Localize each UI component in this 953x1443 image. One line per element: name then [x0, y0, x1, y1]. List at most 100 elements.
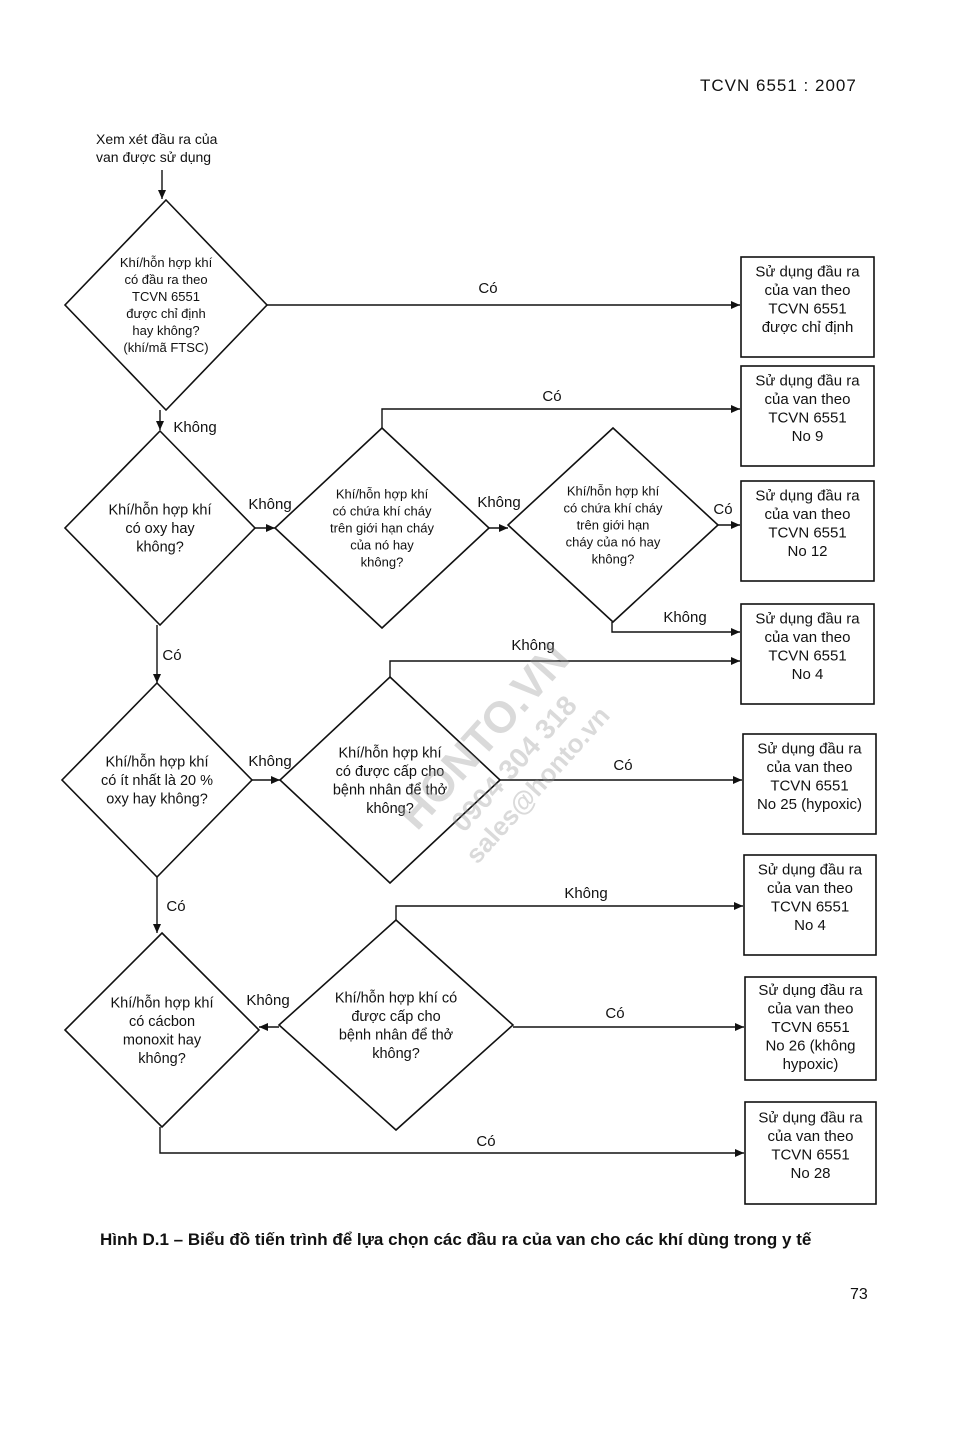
outcome-text: được chỉ định — [762, 319, 854, 336]
outcome-box-o4 — [740, 603, 875, 705]
outcome-text: TCVN 6551 — [770, 778, 848, 795]
outcome-text: No 4 — [792, 666, 824, 683]
edge-label: Có — [476, 1133, 495, 1150]
outcome-text: TCVN 6551 — [771, 899, 849, 916]
outcome-box-o1 — [740, 256, 875, 358]
decision-text: trên giới hạn — [577, 518, 650, 533]
edge-label: Không — [248, 496, 291, 513]
decision-diamond-d2 — [63, 429, 257, 627]
standard-header: TCVN 6551 : 2007 — [700, 76, 857, 95]
decision-text: không? — [136, 540, 184, 556]
decision-text: của nó hay — [350, 538, 414, 553]
decision-text: không? — [138, 1051, 186, 1067]
outcome-text: Sử dụng đầu ra — [758, 982, 863, 999]
decision-text: bệnh nhân để thở — [339, 1027, 454, 1043]
decision-text: cháy của nó hay — [566, 535, 661, 550]
decision-text: Khí/hỗn hợp khí — [105, 754, 208, 771]
edge-label: Có — [478, 280, 497, 297]
outcome-text: No 28 — [790, 1165, 830, 1182]
edge-label: Có — [605, 1005, 624, 1022]
start-line: van được sử dụng — [96, 149, 212, 165]
outcome-text: TCVN 6551 — [768, 525, 846, 542]
decision-text: bệnh nhân để thở — [333, 782, 448, 798]
decision-text: có được cấp cho — [336, 764, 445, 780]
decision-text: có ít nhất là 20 % — [101, 773, 213, 789]
decision-text: Khí/hỗn hợp khí — [338, 744, 441, 761]
flow-connector — [389, 657, 740, 677]
outcome-text: của van theo — [765, 391, 851, 408]
flow-connector — [159, 1127, 744, 1157]
decision-diamond-d8 — [277, 918, 515, 1132]
decision-text: được chỉ định — [126, 306, 205, 321]
outcome-box-o2 — [740, 365, 875, 467]
outcome-text: của van theo — [767, 759, 853, 776]
decision-text: monoxit hay — [123, 1032, 202, 1048]
decision-text: hay không? — [132, 323, 199, 338]
outcome-text: TCVN 6551 — [768, 410, 846, 427]
edge-label: Không — [511, 637, 554, 654]
edge-label: Không — [246, 992, 289, 1009]
decision-diamond-d1 — [63, 198, 269, 412]
decision-diamond-d6 — [278, 675, 502, 885]
outcome-box-o6 — [743, 854, 877, 956]
outcome-text: TCVN 6551 — [771, 1147, 849, 1164]
decision-text: không? — [372, 1046, 420, 1062]
edge-label: Có — [713, 501, 732, 518]
outcome-text: TCVN 6551 — [768, 301, 846, 318]
outcome-box-o7 — [744, 976, 877, 1081]
outcome-text: No 26 (không — [765, 1037, 855, 1054]
decision-text: oxy hay không? — [106, 792, 208, 808]
decision-text: Khí/hỗn hợp khí — [120, 255, 213, 270]
edge-label: Không — [173, 419, 216, 436]
page-number: 73 — [850, 1286, 868, 1303]
outcome-text: TCVN 6551 — [771, 1019, 849, 1036]
edge-label: Có — [613, 757, 632, 774]
edge-label: Không — [663, 609, 706, 626]
outcome-text: No 9 — [792, 428, 824, 445]
edge-label: Không — [477, 494, 520, 511]
decision-text: TCVN 6551 — [132, 289, 200, 304]
outcome-text: No 25 (hypoxic) — [757, 796, 862, 813]
edge-label: Có — [542, 388, 561, 405]
start-node: Xem xét đầu ra của van được sử dụng — [96, 130, 256, 166]
decision-diamond-d3 — [273, 426, 491, 630]
flow-connector — [395, 902, 743, 920]
decision-text: có đầu ra theo — [124, 272, 207, 287]
outcome-box-o3 — [740, 480, 875, 582]
outcome-text: No 12 — [787, 543, 827, 560]
outcome-text: Sử dụng đầu ra — [757, 741, 862, 758]
outcome-text: của van theo — [765, 282, 851, 299]
outcome-text: No 4 — [794, 917, 826, 934]
decision-text: có cácbon — [129, 1014, 195, 1030]
outcome-text: Sử dụng đầu ra — [758, 862, 863, 879]
edge-label: Có — [166, 898, 185, 915]
outcome-text: hypoxic) — [783, 1056, 839, 1073]
decision-text: không? — [592, 552, 635, 567]
decision-text: không? — [361, 555, 404, 570]
outcome-text: Sử dụng đầu ra — [755, 373, 860, 390]
decision-text: (khí/mã FTSC) — [123, 340, 208, 355]
flow-connector — [381, 405, 740, 428]
decision-text: được cấp cho — [351, 1009, 440, 1025]
decision-diamond-d5 — [60, 681, 254, 879]
decision-text: Khí/hỗn hợp khí — [110, 994, 213, 1011]
decision-text: có chứa khí cháy — [332, 504, 432, 519]
outcome-text: Sử dụng đầu ra — [755, 264, 860, 281]
outcome-text: của van theo — [765, 506, 851, 523]
start-line: Xem xét đầu ra của — [96, 131, 218, 147]
flow-connector — [611, 622, 740, 636]
decision-text: Khí/hỗn hợp khí có — [335, 989, 457, 1006]
outcome-box-o8 — [744, 1101, 877, 1205]
outcome-text: của van theo — [768, 1000, 854, 1017]
decision-text: Khí/hỗn hợp khí — [567, 484, 660, 499]
decision-text: có chứa khí cháy — [563, 501, 663, 516]
decision-text: Khí/hỗn hợp khí — [336, 487, 429, 502]
outcome-text: Sử dụng đầu ra — [755, 488, 860, 505]
decision-diamond-d4 — [506, 426, 720, 624]
decision-text: có oxy hay — [125, 521, 195, 537]
outcome-text: Sử dụng đầu ra — [758, 1110, 863, 1127]
decision-diamond-d7 — [63, 931, 261, 1129]
decision-text: không? — [366, 801, 414, 817]
outcome-text: Sử dụng đầu ra — [755, 611, 860, 628]
